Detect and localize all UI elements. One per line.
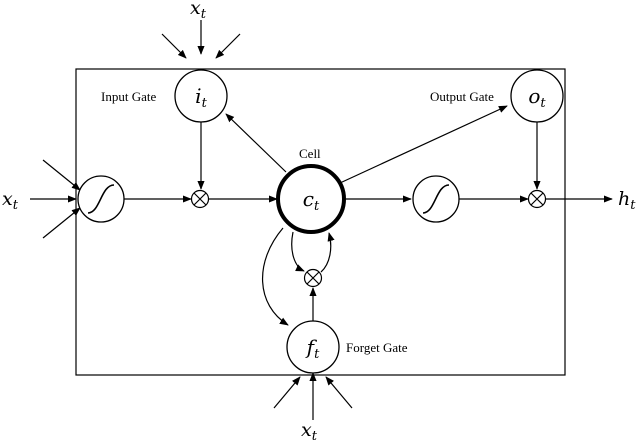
svg-text:ht: ht [618,188,636,213]
forget-multiply-node [303,268,323,288]
x-left-symbol: x [2,188,13,210]
input-gate-arrow-right [215,33,241,59]
lstm-block-boundary [75,68,566,376]
x-bottom-subscript: t [312,429,318,443]
arrow-cell-to-forget-mult [291,231,305,272]
arrow-cell-to-input-gate [225,113,287,173]
output-gate-node: ot [510,69,564,123]
output-gate-subscript: t [540,96,546,111]
input-gate-arrow-left [161,33,187,59]
multiply-icon [193,192,207,206]
svg-text:it: it [195,84,207,111]
svg-text:ot: ot [528,84,546,111]
output-squash-node [412,175,460,223]
output-gate-symbol: o [528,84,540,108]
input-gate-node: it [174,69,228,123]
output-multiply-node [527,189,547,209]
sigmoid-icon [422,184,450,214]
sigmoid-icon [87,184,115,214]
cell-subscript: t [314,199,320,214]
h-output-subscript: t [630,198,636,213]
multiply-icon [530,192,544,206]
arrow-cell-to-output-gate [339,105,508,184]
x-bottom-symbol: x [301,419,312,441]
x-top-symbol: x [190,0,201,19]
arrow-forget-mult-to-cell [320,232,335,273]
cell-symbol: c [303,187,314,211]
forget-gate-label: Forget Gate [346,340,408,355]
svg-text:ct: ct [303,187,320,214]
forget-gate-node: ft [286,320,340,374]
input-multiply-node [190,189,210,209]
svg-text:xt: xt [190,0,207,22]
output-gate-label: Output Gate [430,89,494,104]
input-squash-node [77,175,125,223]
input-gate-subscript: t [202,96,208,111]
multiply-icon [306,271,320,285]
h-output-symbol: h [618,188,630,210]
x-left-subscript: t [13,198,19,213]
arrow-cell-to-forget-gate [262,227,289,326]
forget-gate-subscript: t [314,347,320,362]
input-arrow-left-upper [42,159,81,191]
forget-gate-arrow-right [325,376,353,409]
svg-text:xt: xt [301,419,318,443]
input-gate-symbol: i [195,84,201,108]
cell-label: Cell [299,146,321,161]
input-gate-label: Input Gate [101,89,156,104]
x-top-subscript: t [201,7,207,22]
svg-text:xt: xt [2,188,19,213]
forget-gate-arrow-left [273,376,301,409]
input-arrow-left-lower [42,207,81,239]
cell-node: ct [276,164,346,234]
